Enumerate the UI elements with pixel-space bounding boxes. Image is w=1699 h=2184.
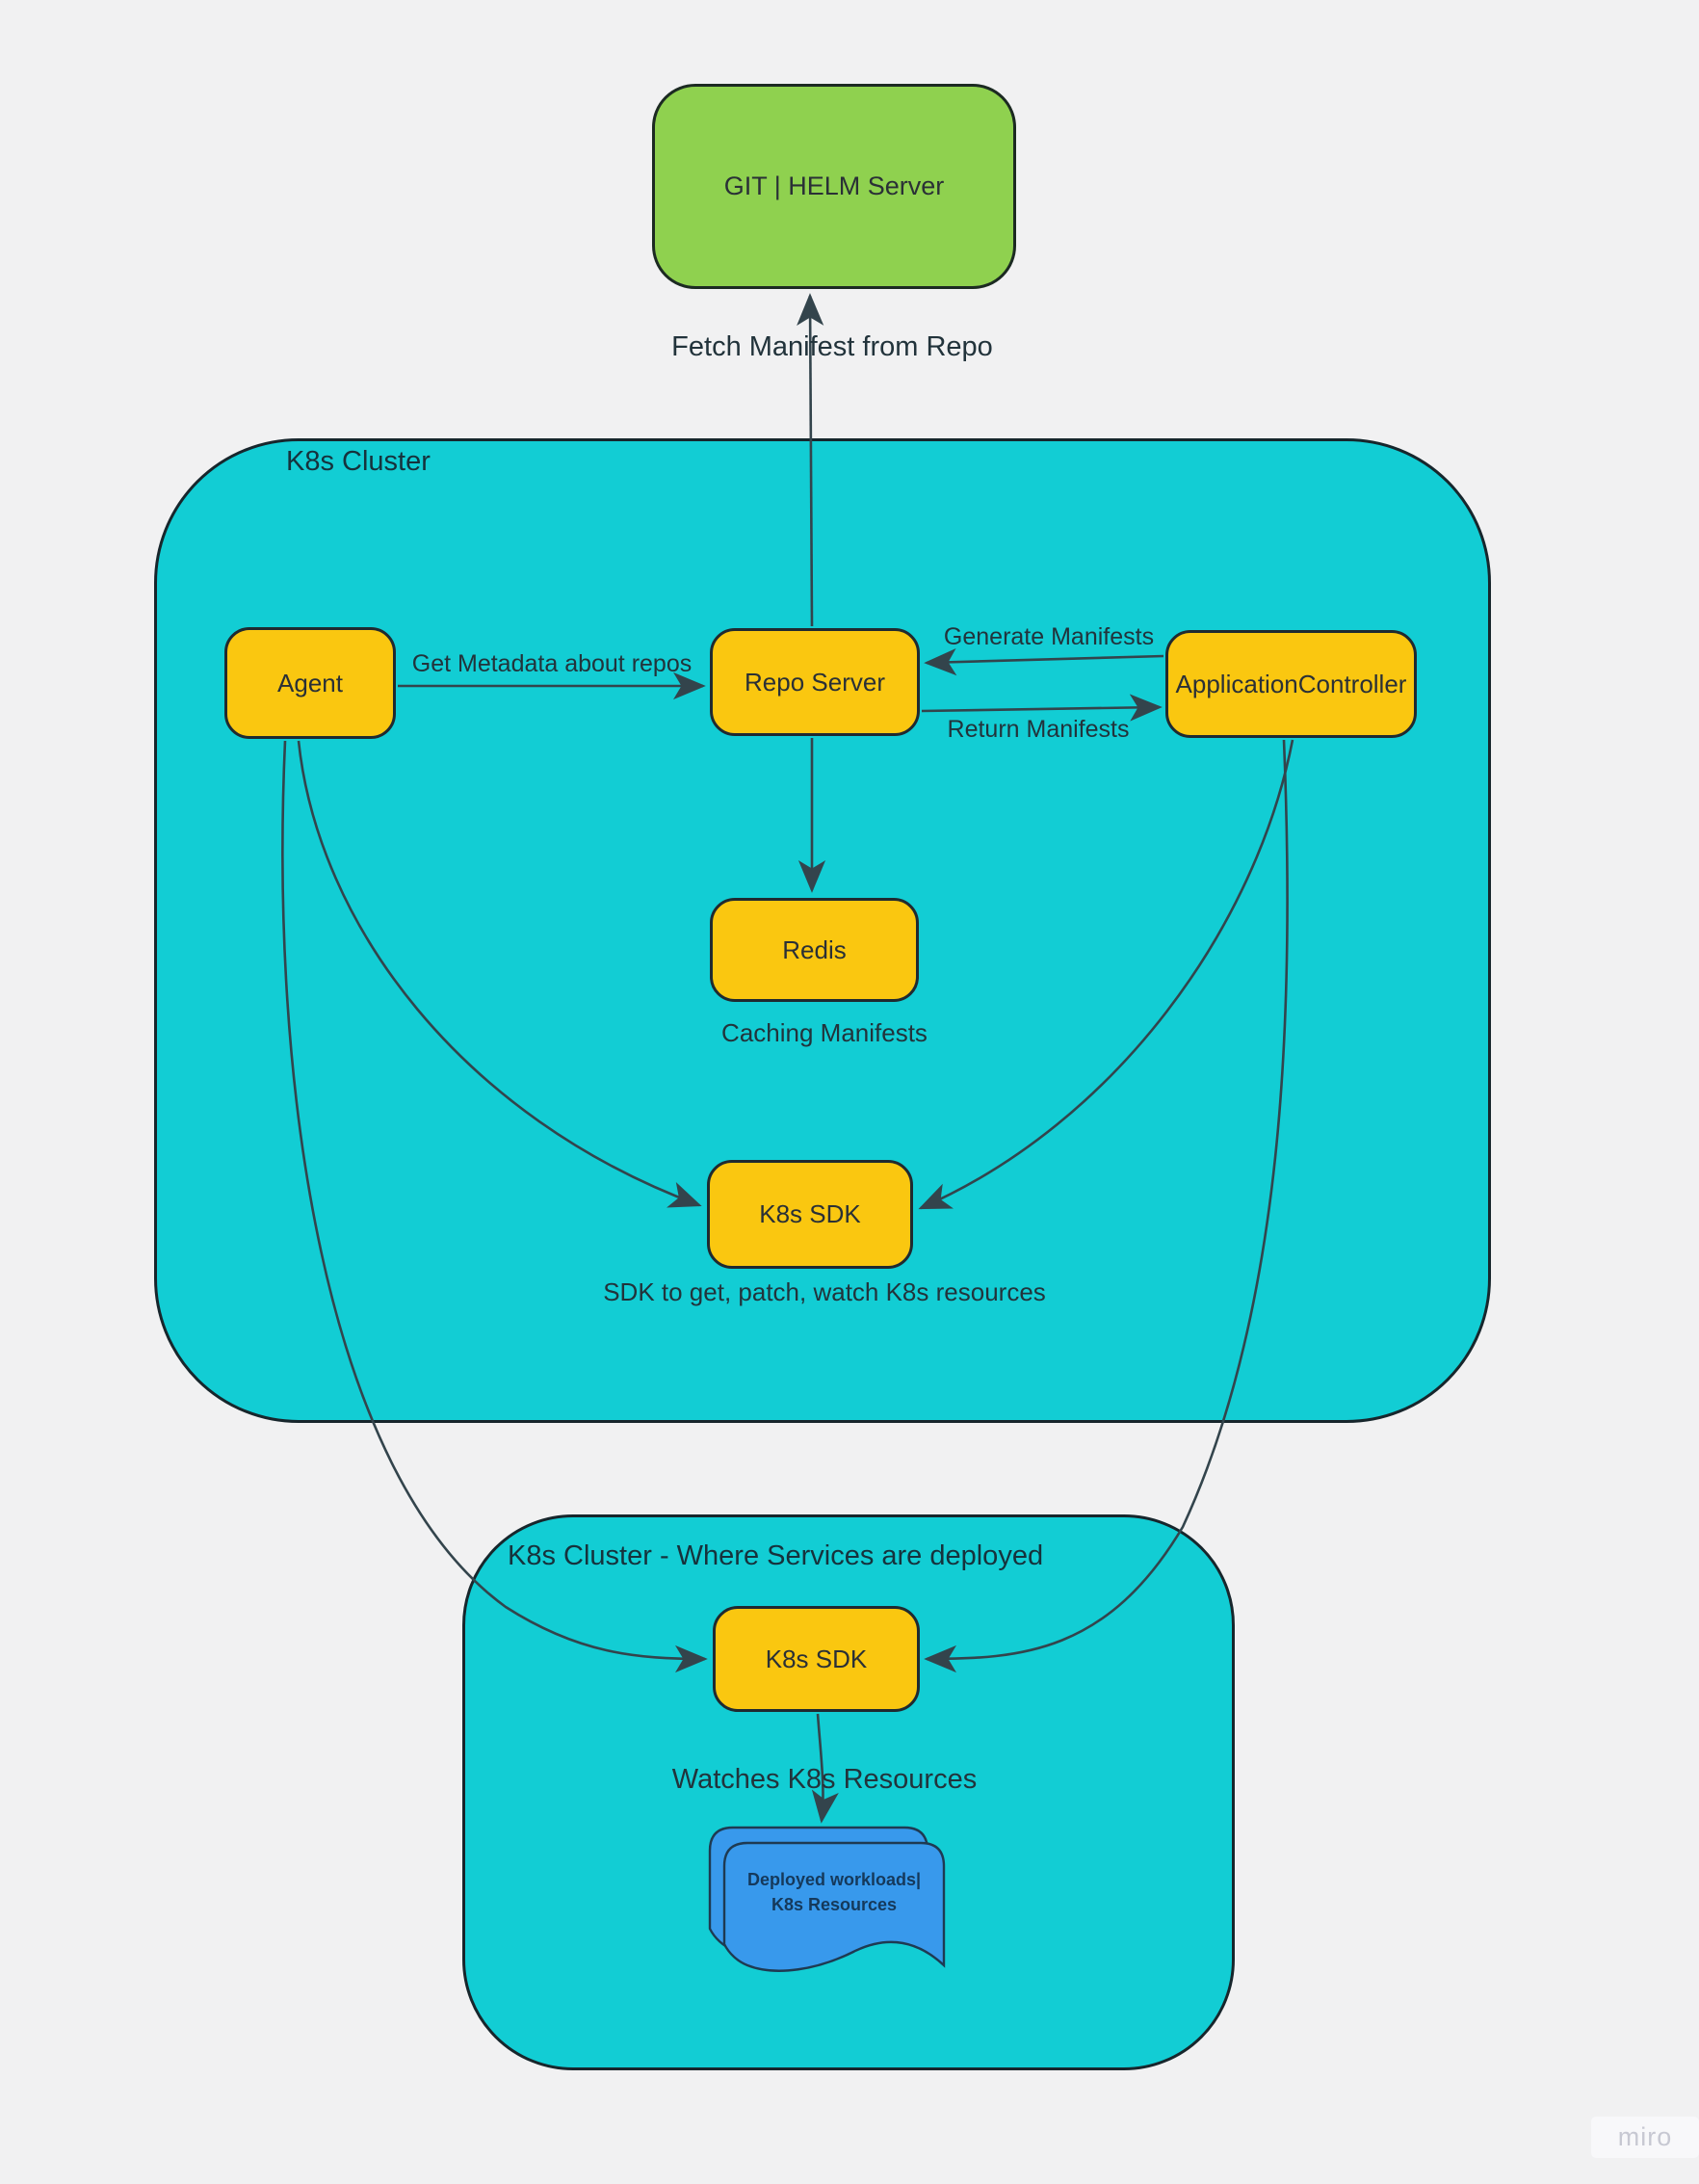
node-repo-server[interactable]: Repo Server [710, 628, 920, 736]
edge-label-fetch-manifest[interactable]: Fetch Manifest from Repo [671, 331, 993, 362]
edge-label-watches-resources[interactable]: Watches K8s Resources [671, 1764, 978, 1795]
cluster-deploy-label: K8s Cluster - Where Services are deploye… [508, 1540, 1044, 1571]
miro-watermark: miro [1591, 2117, 1699, 2158]
node-redis-label: Redis [782, 934, 847, 964]
node-redis[interactable]: Redis [710, 898, 919, 1002]
node-k8s-sdk-deploy-label: K8s SDK [765, 1644, 868, 1673]
node-k8s-sdk-deploy[interactable]: K8s SDK [713, 1606, 920, 1712]
edge-label-sdk-note[interactable]: SDK to get, patch, watch K8s resources [603, 1277, 1046, 1306]
node-git-helm-server[interactable]: GIT | HELM Server [652, 84, 1016, 289]
connector-agent-to-k8s-sdk-deploy[interactable] [281, 740, 708, 1673]
node-repo-server-label: Repo Server [745, 667, 885, 697]
document-label-line1: Deployed workloads| [746, 1870, 922, 1889]
document-shape-front[interactable] [722, 1841, 946, 1972]
connector-k8s-sdk-deploy-to-workloads[interactable] [811, 1713, 839, 1824]
edge-label-get-metadata[interactable]: Get Metadata about repos [411, 650, 693, 677]
connector-repo-server-to-git-helm[interactable] [797, 293, 824, 627]
node-application-controller-label: ApplicationController [1175, 669, 1407, 698]
node-k8s-sdk-main[interactable]: K8s SDK [707, 1160, 913, 1269]
connector-appcontroller-to-repo-server[interactable] [924, 648, 1164, 676]
node-k8s-sdk-main-label: K8s SDK [759, 1199, 861, 1228]
node-git-helm-server-label: GIT | HELM Server [723, 171, 945, 200]
connector-agent-to-k8s-sdk-main[interactable] [297, 740, 702, 1208]
connector-appcontroller-to-k8s-sdk-main[interactable] [918, 739, 1294, 1210]
connector-repo-server-to-appcontroller[interactable] [921, 694, 1163, 722]
miro-watermark-label: miro [1617, 2122, 1673, 2151]
edge-label-return-manifests[interactable]: Return Manifests [947, 716, 1130, 743]
node-agent-label: Agent [277, 668, 343, 697]
connector-appcontroller-to-k8s-sdk-deploy[interactable] [924, 739, 1289, 1673]
node-agent[interactable]: Agent [224, 627, 396, 739]
edge-label-caching-manifests[interactable]: Caching Manifests [721, 1018, 928, 1047]
document-label: Deployed workloads| K8s Resources [728, 1867, 940, 1917]
node-application-controller[interactable]: ApplicationController [1165, 630, 1417, 738]
edge-label-generate-manifests[interactable]: Generate Manifests [943, 623, 1155, 650]
document-label-line2: K8s Resources [771, 1895, 898, 1914]
cluster-main-label: K8s Cluster [286, 446, 431, 477]
